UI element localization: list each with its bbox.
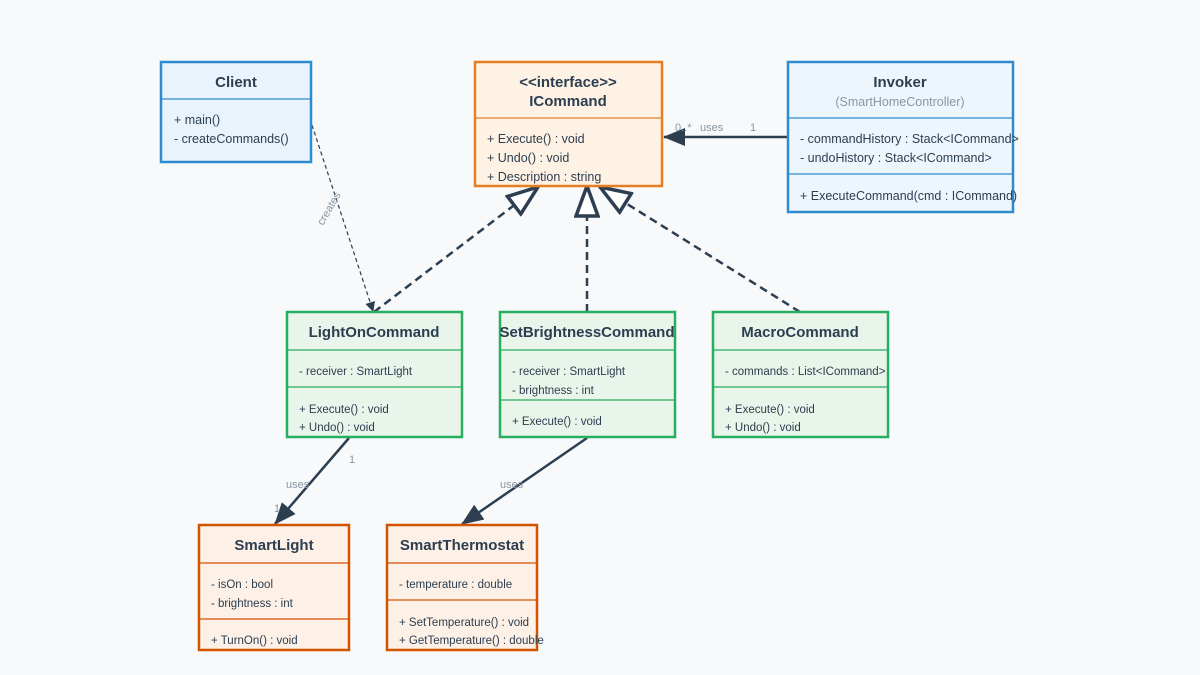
class-client[interactable]: Client + main() - createCommands()	[159, 60, 313, 164]
class-name: ICommand	[529, 93, 607, 110]
mult-1: 1	[750, 122, 756, 134]
method: - createCommands()	[174, 132, 289, 146]
class-name: Client	[215, 74, 257, 91]
class-name: LightOnCommand	[309, 324, 440, 341]
uses-label: uses	[286, 479, 310, 491]
mult-1: 1	[274, 503, 280, 515]
field: - brightness : int	[512, 385, 595, 397]
interface-icommand[interactable]: <<interface>> ICommand + Execute() : voi…	[473, 60, 664, 188]
method: + Undo() : void	[299, 422, 375, 434]
field: - undoHistory : Stack<ICommand>	[800, 151, 992, 165]
method: + Execute() : void	[512, 416, 602, 428]
class-smartthermostat[interactable]: SmartThermostat - temperature : double +…	[385, 523, 544, 652]
class-name: MacroCommand	[741, 324, 859, 341]
field: - commands : List<ICommand>	[725, 366, 886, 378]
field: - isOn : bool	[211, 579, 273, 591]
class-name: Invoker	[873, 74, 927, 91]
class-setbrightnesscommand[interactable]: SetBrightnessCommand - receiver : SmartL…	[498, 310, 677, 439]
class-lightoncommand[interactable]: LightOnCommand - receiver : SmartLight +…	[285, 310, 464, 439]
setbrightness-uses-thermostat	[461, 436, 588, 526]
uses-label: uses	[700, 122, 724, 134]
class-name: SmartThermostat	[400, 537, 524, 554]
method: + SetTemperature() : void	[399, 617, 529, 629]
field: - temperature : double	[399, 579, 512, 591]
class-invoker[interactable]: Invoker (SmartHomeController) - commandH…	[786, 60, 1019, 214]
mult-0-many: 0..*	[675, 122, 692, 134]
field: - commandHistory : Stack<ICommand>	[800, 132, 1019, 146]
method: + GetTemperature() : double	[399, 635, 544, 647]
class-name: SetBrightnessCommand	[499, 324, 674, 341]
field: - brightness : int	[211, 598, 294, 610]
uses-label: uses	[500, 479, 524, 491]
class-name: SmartLight	[234, 537, 313, 554]
field: - receiver : SmartLight	[512, 366, 626, 378]
class-macrocommand[interactable]: MacroCommand - commands : List<ICommand>…	[711, 310, 890, 439]
realization-lighton	[373, 187, 538, 313]
field: - receiver : SmartLight	[299, 366, 413, 378]
class-subtitle: (SmartHomeController)	[835, 95, 964, 109]
method: + Undo() : void	[487, 151, 569, 165]
method: + Execute() : void	[487, 132, 585, 146]
method: + Description : string	[487, 170, 601, 184]
relationships: creates 0..* uses 1 1 uses 1 uses	[274, 122, 801, 526]
method: + Execute() : void	[299, 404, 389, 416]
stereotype: <<interface>>	[519, 74, 617, 91]
lighton-uses-smartlight	[274, 437, 350, 525]
method: + Execute() : void	[725, 404, 815, 416]
method: + Undo() : void	[725, 422, 801, 434]
method: + TurnOn() : void	[211, 635, 298, 647]
creates-dependency	[311, 124, 375, 312]
class-smartlight[interactable]: SmartLight - isOn : bool - brightness : …	[197, 523, 351, 652]
mult-1: 1	[349, 454, 355, 466]
method: + main()	[174, 113, 220, 127]
method: + ExecuteCommand(cmd : ICommand)	[800, 189, 1017, 203]
creates-label: creates	[315, 190, 344, 228]
realization-macro	[600, 187, 801, 314]
